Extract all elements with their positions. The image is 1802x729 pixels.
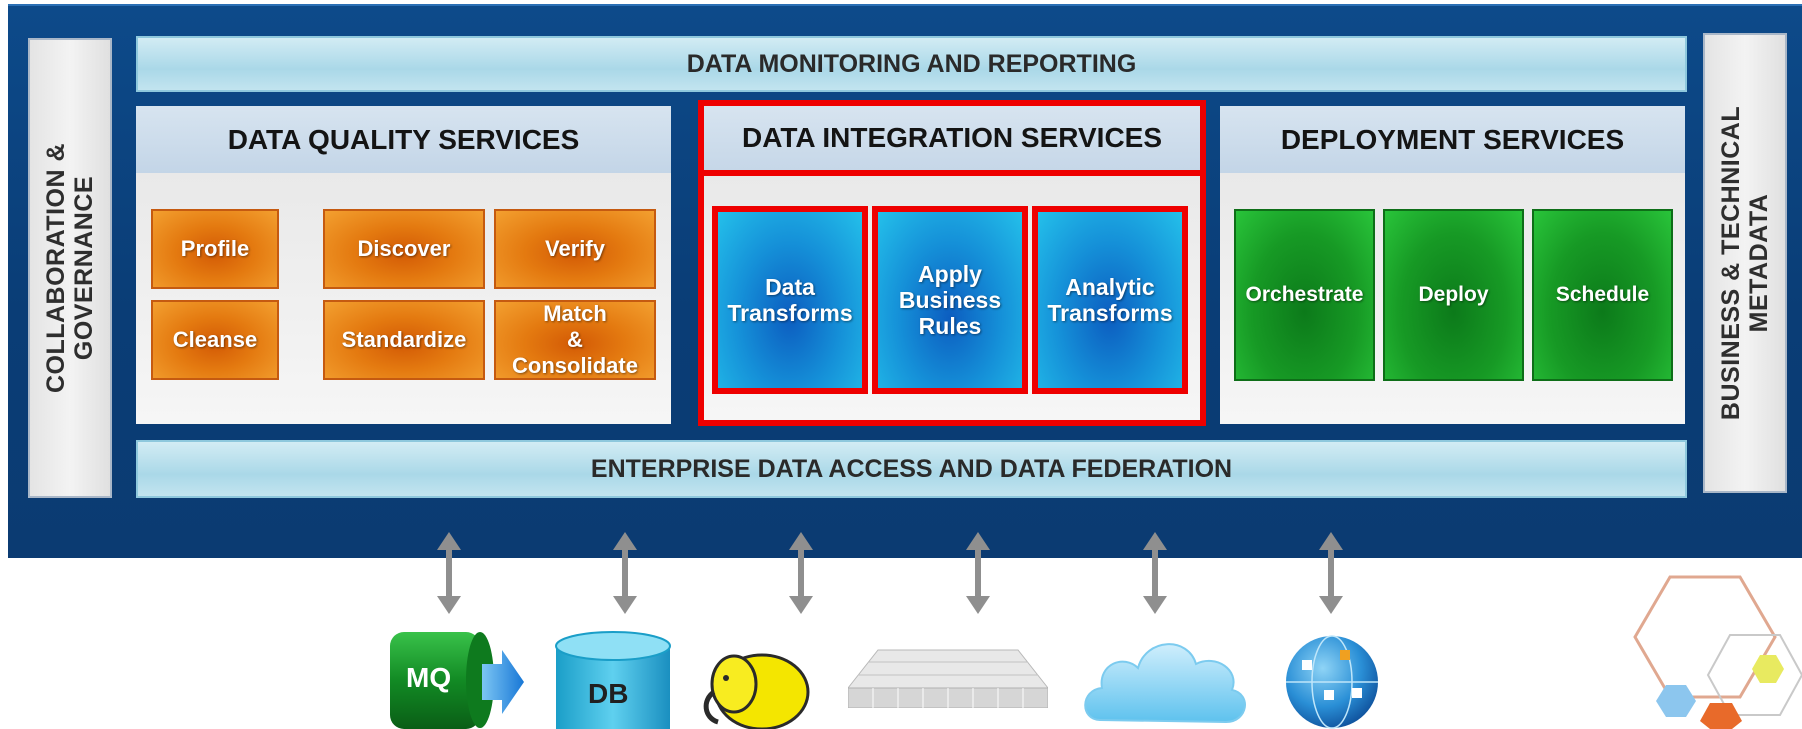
bidirectional-arrow-icon <box>789 532 813 614</box>
business-technical-metadata-label: BUSINESS & TECHNICAL METADATA <box>1717 105 1773 421</box>
database-icon: DB <box>554 630 672 729</box>
appliance-grid-icon <box>848 649 1048 708</box>
analytic-transforms-tile: Analytic Transforms <box>1032 206 1188 394</box>
cloud-icon <box>1084 643 1246 724</box>
bidirectional-arrow-icon <box>966 532 990 614</box>
data-integration-services-title: DATA INTEGRATION SERVICES <box>704 106 1200 176</box>
data-quality-services-panel: DATA QUALITY SERVICES Profile Discover V… <box>136 106 671 424</box>
business-technical-metadata-band: BUSINESS & TECHNICAL METADATA <box>1703 33 1787 493</box>
discover-tile: Discover <box>323 209 485 289</box>
verify-tile: Verify <box>494 209 656 289</box>
data-transforms-tile: Data Transforms <box>712 206 868 394</box>
bidirectional-arrow-icon <box>437 532 461 614</box>
mq-label: MQ <box>406 662 452 693</box>
globe-social-icon <box>1286 635 1378 729</box>
deployment-services-panel: DEPLOYMENT SERVICES Orchestrate Deploy S… <box>1220 106 1685 424</box>
data-quality-services-title: DATA QUALITY SERVICES <box>136 106 671 173</box>
collaboration-governance-label: COLLABORATION & GOVERNANCE <box>42 142 98 394</box>
match-consolidate-tile: Match & Consolidate <box>494 300 656 380</box>
cleanse-tile: Cleanse <box>151 300 279 380</box>
profile-tile: Profile <box>151 209 279 289</box>
hexagon-decoration-icon <box>1633 575 1802 729</box>
bidirectional-arrow-icon <box>613 532 637 614</box>
apply-business-rules-tile: Apply Business Rules <box>872 206 1028 394</box>
collaboration-governance-band: COLLABORATION & GOVERNANCE <box>28 38 112 498</box>
standardize-tile: Standardize <box>323 300 485 380</box>
data-integration-services-body: Data Transforms Apply Business Rules Ana… <box>704 176 1200 420</box>
data-quality-services-body: Profile Discover Verify Cleanse Standard… <box>136 173 671 424</box>
mq-icon: MQ <box>386 628 526 729</box>
bidirectional-arrow-icon <box>1143 532 1167 614</box>
hadoop-elephant-icon <box>703 653 810 729</box>
data-monitoring-reporting-bar: DATA MONITORING AND REPORTING <box>136 36 1687 92</box>
enterprise-data-access-bar: ENTERPRISE DATA ACCESS AND DATA FEDERATI… <box>136 440 1687 498</box>
deployment-services-title: DEPLOYMENT SERVICES <box>1220 106 1685 173</box>
deployment-services-body: Orchestrate Deploy Schedule <box>1220 173 1685 424</box>
orchestrate-tile: Orchestrate <box>1234 209 1375 381</box>
schedule-tile: Schedule <box>1532 209 1673 381</box>
bidirectional-arrow-icon <box>1319 532 1343 614</box>
data-integration-services-panel: DATA INTEGRATION SERVICES Data Transform… <box>698 100 1206 426</box>
db-label: DB <box>588 678 629 709</box>
deploy-tile: Deploy <box>1383 209 1524 381</box>
